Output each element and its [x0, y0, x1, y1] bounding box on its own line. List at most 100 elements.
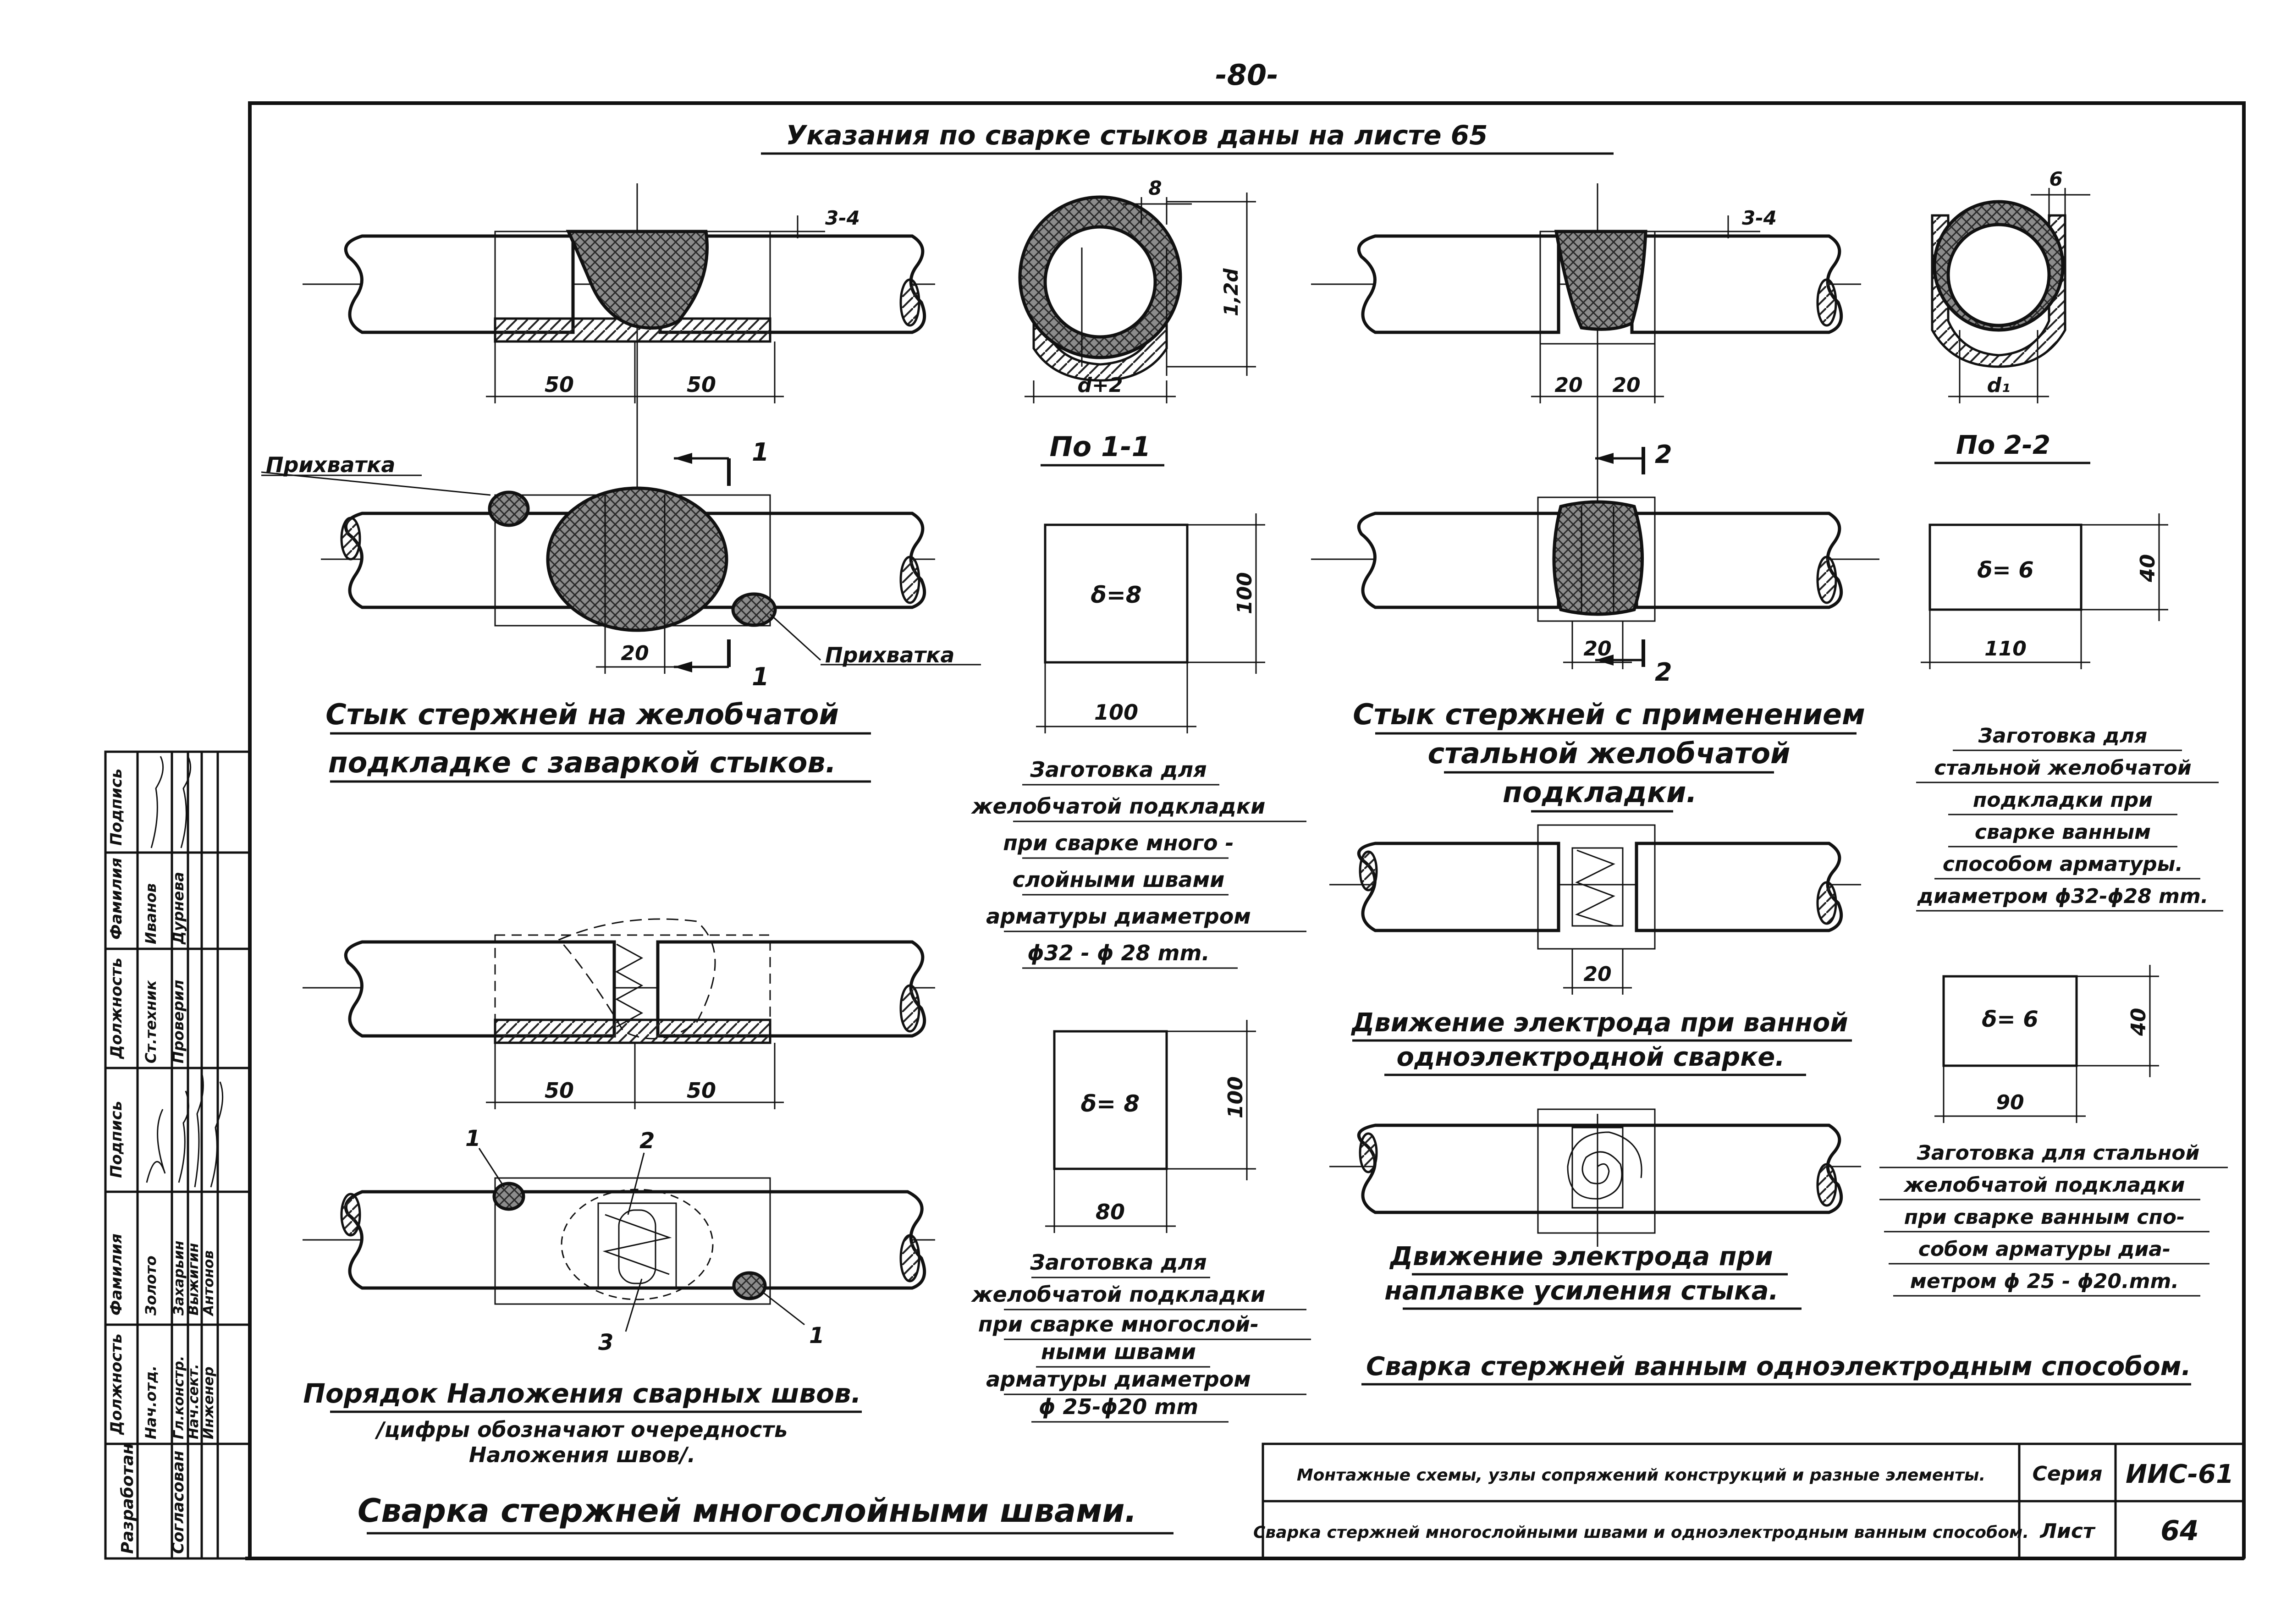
right-main-caption: Сварка стержней ванным одноэлектродным с… [1366, 1352, 2191, 1382]
row2-position: Нач.сект. [186, 1364, 202, 1439]
right-dim-20a: 20 [1554, 374, 1582, 397]
blank1-width: 100 [1094, 700, 1138, 725]
motion1-caption-line1: Движение электрода при ванной [1350, 1008, 1848, 1038]
blank4-caption-4: метром ϕ 25 - ϕ20.mm. [1910, 1270, 2179, 1293]
blank2-height: 100 [1224, 1076, 1247, 1118]
left-dim-50b: 50 [687, 372, 716, 397]
series-label: Серия [2033, 1462, 2103, 1486]
section1-width-dim: d+2 [1078, 374, 1123, 397]
blank3-caption-0: Заготовка для [1978, 724, 2148, 748]
right-gap-dim: 3-4 [1742, 207, 1777, 229]
blank3-caption-5: диаметром ϕ32-ϕ28 mm. [1917, 885, 2209, 908]
section1-height-dim: 1,2d [1220, 268, 1242, 316]
blank1-caption-1: желобчатой подкладки [971, 794, 1266, 819]
right-caption-line2: стальной желобчатой [1427, 737, 1790, 770]
left-lower-plan: 1 2 3 1 [303, 1126, 935, 1355]
left-caption-line1: Стык стержней на желобчатой [325, 698, 839, 731]
motion2-caption-line1: Движение электрода при [1389, 1242, 1773, 1272]
blank3-caption-2: подкладки при [1973, 788, 2153, 812]
cut2-top-mark: 2 [1655, 440, 1672, 469]
blank1-caption-3: слойными швами [1013, 867, 1225, 892]
blank-2: δ= 8 100 80 Заготовка для желобчатой под… [971, 1020, 1311, 1423]
section2-title: По 2-2 [1956, 430, 2050, 460]
signature-scribbles [146, 756, 224, 1188]
blank4-height: 40 [2127, 1008, 2150, 1036]
row5-position: Проверил [170, 980, 187, 1063]
blank-3: δ= 6 40 110 Заготовка для стальной желоб… [1916, 513, 2223, 912]
approval-table: Разработан Согласован Должность Фамилия … [104, 750, 251, 1560]
section-1-1: 8 1,2d d+2 По 1-1 [1018, 177, 1256, 467]
blank3-width: 110 [1984, 637, 2027, 661]
blank4-thickness: δ= 6 [1982, 1007, 2038, 1032]
order-note-line2: Наложения швов/. [469, 1442, 695, 1467]
blank2-caption-5: ϕ 25-ϕ20 mm [1039, 1394, 1198, 1419]
order-note-line1: /цифры обозначают очередность [375, 1417, 788, 1442]
row2-surname: Выжигин [186, 1243, 202, 1316]
header-surname: Фамилия [107, 1233, 126, 1316]
blank2-caption-0: Заготовка для [1030, 1250, 1207, 1275]
left-gap-dim: 3-4 [825, 207, 860, 229]
cut2-bottom-mark: 2 [1655, 658, 1672, 687]
right-plan: 2 2 20 [1311, 440, 1879, 687]
blank1-caption-5: ϕ32 - ϕ 28 mm. [1027, 941, 1210, 965]
right-elevation: 3-4 20 20 [1311, 183, 1861, 513]
section2-width-dim: d₁ [1987, 374, 2011, 397]
row1-position: Гл.констр. [171, 1356, 187, 1439]
left-lower-elevation: 50 50 [303, 918, 935, 1109]
electrode-motion-1: 20 Движение электрода при ванной одноэле… [1329, 824, 1861, 1076]
order-caption: Порядок Наложения сварных швов. [303, 1378, 861, 1409]
order-mark-1b: 1 [809, 1323, 824, 1349]
stamp-title: Сварка стержней многослойными швами и од… [1253, 1523, 2029, 1542]
row3-surname: Антонов [201, 1250, 217, 1316]
plan-dim-20: 20 [621, 642, 649, 665]
header-signature-2: Подпись [107, 769, 126, 846]
blank2-caption-2: при сварке многослой- [978, 1312, 1259, 1337]
blank4-caption-1: желобчатой подкладки [1903, 1173, 2185, 1197]
motion1-caption-line2: одноэлектродной сварке. [1397, 1042, 1785, 1072]
blank2-caption-3: ными швами [1041, 1339, 1196, 1364]
group-developed: Разработан [118, 1443, 137, 1554]
header-position: Должность [107, 1333, 126, 1435]
blank3-caption-3: сварке ванным [1975, 820, 2151, 844]
header-signature: Подпись [107, 1101, 126, 1178]
section2-top-dim: 6 [2049, 168, 2062, 190]
blank2-caption-4: арматуры диаметром [986, 1367, 1251, 1392]
left-plan: Прихватка Прихватка 1 1 20 [261, 438, 981, 691]
blank2-thickness: δ= 8 [1081, 1090, 1140, 1117]
title-block: Монтажные схемы, узлы сопряжений констру… [1253, 1442, 2245, 1560]
blank1-caption-0: Заготовка для [1030, 757, 1207, 782]
group-checked: Согласован [169, 1451, 187, 1554]
left-main-caption: Сварка стержней многослойными швами. [358, 1492, 1137, 1530]
tack-right-label: Прихватка [825, 643, 954, 667]
motion2-caption-line2: наплавке усиления стыка. [1384, 1276, 1779, 1306]
order-mark-2: 2 [639, 1128, 655, 1154]
section1-title: По 1-1 [1050, 431, 1151, 463]
section1-top-dim: 8 [1148, 177, 1162, 199]
blank2-caption-1: желобчатой подкладки [971, 1282, 1266, 1307]
left-elevation: 3-4 50 50 [303, 183, 935, 518]
row4-surname: Иванов [142, 883, 160, 944]
lower-dim-50a: 50 [545, 1078, 574, 1103]
left-caption-line2: подкладке с заваркой стыков. [328, 746, 836, 779]
header-note: Указания по сварке стыков даны на листе … [786, 120, 1488, 151]
motion1-dim-20: 20 [1583, 963, 1611, 986]
blank3-caption-1: стальной желобчатой [1934, 756, 2191, 780]
row4-position: Ст.техник [142, 980, 160, 1063]
row3-position: Инженер [201, 1366, 217, 1439]
sheet-value: 64 [2160, 1515, 2199, 1547]
blank1-caption-4: арматуры диаметром [986, 904, 1251, 929]
right-dim-20b: 20 [1612, 374, 1640, 397]
row0-position: Нач.отд. [142, 1365, 160, 1439]
tack-left-label: Прихватка [266, 452, 395, 477]
blank2-width: 80 [1096, 1200, 1125, 1224]
blank4-caption-0: Заготовка для стальной [1917, 1141, 2200, 1165]
lower-dim-50b: 50 [687, 1078, 716, 1103]
cut1-top-mark: 1 [752, 438, 769, 467]
header-position-2: Должность [107, 958, 126, 1059]
right-caption-line1: Стык стержней с применением [1353, 698, 1865, 731]
order-mark-3: 3 [598, 1330, 613, 1355]
blank3-thickness: δ= 6 [1977, 557, 2033, 583]
left-dim-50a: 50 [545, 372, 574, 397]
blank3-height: 40 [2136, 554, 2160, 583]
